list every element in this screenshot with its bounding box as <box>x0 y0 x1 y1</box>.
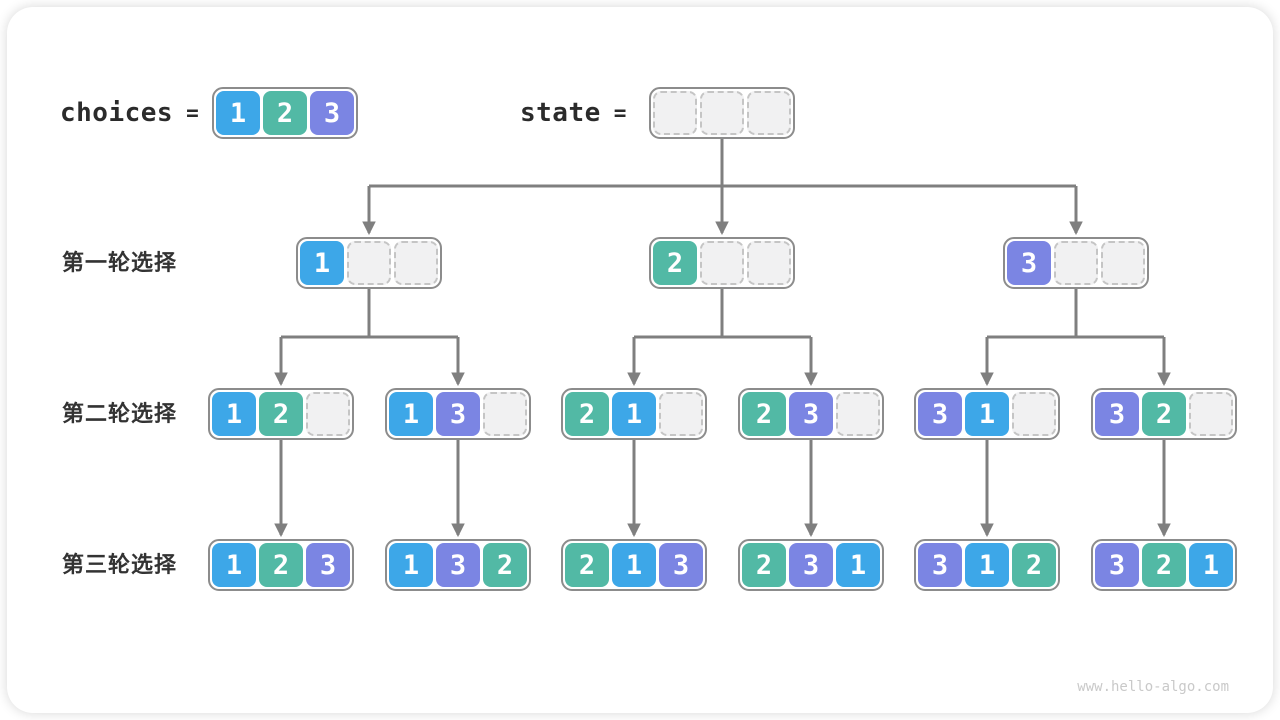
empty-slot-cell <box>1189 392 1233 436</box>
value-cell-1: 1 <box>836 543 880 587</box>
tree-node-r0n1: 2 <box>649 237 795 289</box>
empty-slot-cell <box>700 241 744 285</box>
value-cell-2: 2 <box>653 241 697 285</box>
state-label: state <box>520 98 601 128</box>
value-cell-1: 1 <box>212 392 256 436</box>
value-cell-3: 3 <box>310 91 354 135</box>
empty-slot-cell <box>653 91 697 135</box>
value-cell-1: 1 <box>300 241 344 285</box>
value-cell-2: 2 <box>483 543 527 587</box>
empty-slot-cell <box>394 241 438 285</box>
choices-equals-sign: = <box>186 101 199 125</box>
round-3-label: 第三轮选择 <box>62 552 178 577</box>
value-cell-1: 1 <box>1189 543 1233 587</box>
value-cell-3: 3 <box>1095 392 1139 436</box>
choices-label: choices <box>60 98 174 128</box>
watermark: www.hello-algo.com <box>1077 679 1229 695</box>
empty-slot-cell <box>836 392 880 436</box>
value-cell-2: 2 <box>263 91 307 135</box>
value-cell-3: 3 <box>306 543 350 587</box>
value-cell-1: 1 <box>212 543 256 587</box>
value-cell-1: 1 <box>965 543 1009 587</box>
value-cell-1: 1 <box>216 91 260 135</box>
value-cell-3: 3 <box>436 543 480 587</box>
round-1-label: 第一轮选择 <box>62 250 178 275</box>
value-cell-3: 3 <box>436 392 480 436</box>
empty-slot-cell <box>1101 241 1145 285</box>
tree-node-r0n2: 3 <box>1003 237 1149 289</box>
empty-slot-cell <box>700 91 744 135</box>
value-cell-1: 1 <box>389 543 433 587</box>
empty-slot-cell <box>659 392 703 436</box>
empty-slot-cell <box>483 392 527 436</box>
value-cell-2: 2 <box>565 543 609 587</box>
state-legend: state = <box>520 87 626 139</box>
round-2-label: 第二轮选择 <box>62 401 178 426</box>
empty-slot-cell <box>347 241 391 285</box>
value-cell-3: 3 <box>659 543 703 587</box>
value-cell-3: 3 <box>789 543 833 587</box>
value-cell-3: 3 <box>1007 241 1051 285</box>
empty-slot-cell <box>747 241 791 285</box>
value-cell-2: 2 <box>565 392 609 436</box>
empty-slot-cell <box>747 91 791 135</box>
empty-slot-cell <box>1012 392 1056 436</box>
value-cell-1: 1 <box>612 392 656 436</box>
value-cell-1: 1 <box>965 392 1009 436</box>
value-cell-2: 2 <box>742 543 786 587</box>
value-cell-1: 1 <box>612 543 656 587</box>
value-cell-3: 3 <box>918 392 962 436</box>
value-cell-2: 2 <box>259 543 303 587</box>
value-cell-2: 2 <box>742 392 786 436</box>
state-equals-sign: = <box>613 101 627 125</box>
value-cell-3: 3 <box>789 392 833 436</box>
value-cell-2: 2 <box>1142 392 1186 436</box>
empty-slot-cell <box>306 392 350 436</box>
value-cell-3: 3 <box>918 543 962 587</box>
empty-slot-cell <box>1054 241 1098 285</box>
tree-node-r0n0: 1 <box>296 237 442 289</box>
choices-legend: choices = <box>60 87 199 139</box>
value-cell-2: 2 <box>1012 543 1056 587</box>
value-cell-1: 1 <box>389 392 433 436</box>
value-cell-2: 2 <box>259 392 303 436</box>
value-cell-3: 3 <box>1095 543 1139 587</box>
value-cell-2: 2 <box>1142 543 1186 587</box>
state-array <box>649 87 795 139</box>
